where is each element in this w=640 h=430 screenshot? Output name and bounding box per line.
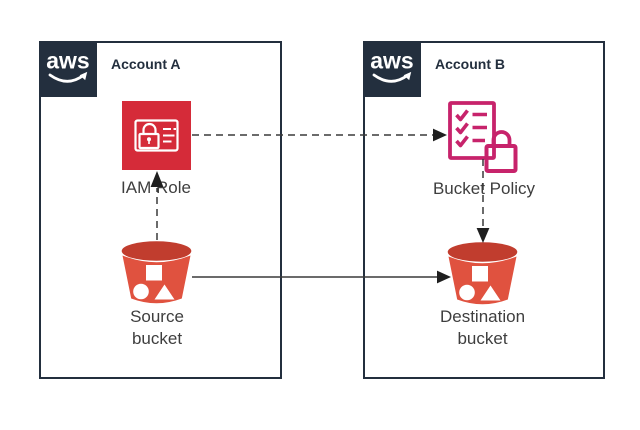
aws-logo-icon: aws [46, 48, 90, 83]
card-text-lines [163, 128, 176, 143]
lock-body [484, 144, 518, 173]
aws-smile-arrow-tip [79, 71, 88, 81]
source-bucket-label: Source bucket [130, 307, 184, 348]
aws-smile-arrow-tip [403, 71, 412, 81]
lock-body [138, 132, 160, 150]
aws-smile-icon [372, 73, 409, 83]
account-a-label: Account A [111, 56, 181, 72]
checkmark-1 [455, 109, 469, 122]
aws-logo-text: aws [46, 48, 89, 74]
policy-document [448, 101, 496, 160]
bucket-circle-shape [459, 284, 475, 301]
bucket-policy-icon [448, 101, 518, 173]
checkmark-3 [455, 135, 469, 148]
destination-bucket-icon [447, 242, 518, 305]
aws-logo-icon: aws [370, 48, 414, 83]
bucket-circle-shape [133, 283, 149, 300]
bucket-triangle-shape [480, 285, 501, 301]
lock-shackle [491, 130, 512, 146]
destination-bucket-label: Destination bucket [439, 307, 526, 348]
bucket-rim [121, 241, 192, 261]
iam-role-icon [122, 101, 191, 170]
aws-logo-badge-b: aws [363, 41, 421, 97]
aws-smile-icon [48, 73, 85, 83]
bucket-square-shape [146, 265, 162, 281]
bucket-square-shape [472, 266, 488, 282]
checkmark-2 [455, 122, 469, 135]
aws-logo-text: aws [370, 48, 413, 74]
source-bucket-icon [121, 241, 192, 304]
aws-logo-badge-a: aws [39, 41, 97, 97]
bucket-rim [447, 242, 518, 262]
account-b-box: aws Account B [363, 41, 605, 379]
id-card-lock-glyph [134, 119, 179, 152]
iam-role-label: IAM Role [121, 178, 191, 197]
account-a-box: aws Account A [39, 41, 282, 379]
keyhole [147, 137, 151, 142]
bucket-triangle-shape [154, 284, 175, 300]
lock-shackle [142, 122, 157, 134]
account-b-label: Account B [435, 56, 505, 72]
policy-text-lines [472, 112, 487, 143]
bucket-policy-label: Bucket Policy [432, 179, 536, 198]
